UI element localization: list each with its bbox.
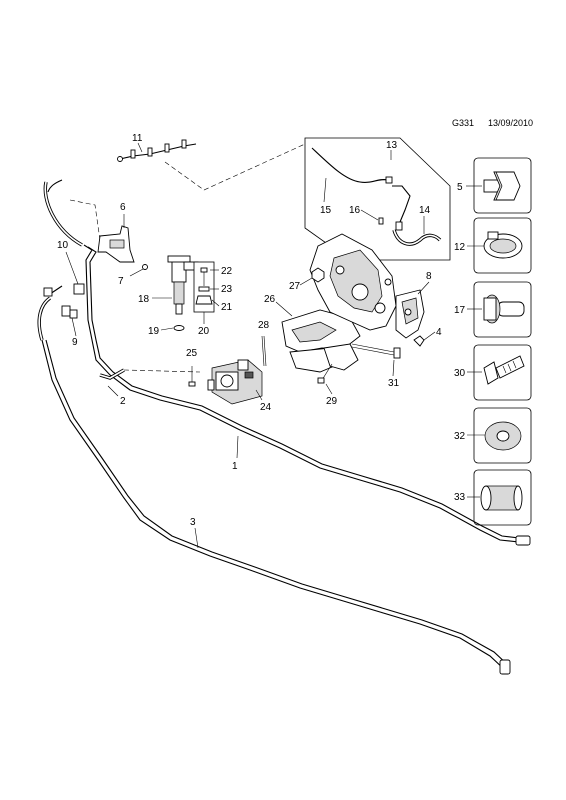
return-line-group-13[interactable]: 13 15 16 14 <box>304 137 451 261</box>
bracket-8[interactable]: 8 <box>395 271 432 339</box>
callout-13: 13 <box>386 140 398 151</box>
high-pressure-pump-24[interactable]: 24 <box>207 359 272 413</box>
callout-14: 14 <box>419 205 431 216</box>
callout-10: 10 <box>57 240 69 251</box>
part-30-box[interactable]: 30 <box>454 344 532 401</box>
bolt-31[interactable]: 31 <box>351 343 401 389</box>
callout-7: 7 <box>118 276 124 287</box>
pump-bracket-26[interactable]: 26 <box>264 294 361 373</box>
callout-22: 22 <box>221 266 233 277</box>
nut-27[interactable]: 27 <box>289 267 325 292</box>
dashed-link-11 <box>164 143 306 191</box>
leak-off-rail-11[interactable]: 11 <box>117 133 197 162</box>
callout-30: 30 <box>454 368 466 379</box>
callout-8: 8 <box>426 271 432 282</box>
callout-19: 19 <box>148 326 160 337</box>
callout-33: 33 <box>454 492 466 503</box>
callout-24: 24 <box>260 402 272 413</box>
callout-4: 4 <box>436 327 442 338</box>
washer-23 <box>198 286 210 292</box>
fuel-pipe-3[interactable]: 3 <box>37 285 511 675</box>
stud-28[interactable]: 28 <box>258 320 270 367</box>
callout-28: 28 <box>258 320 270 331</box>
part-5-box[interactable]: 5 <box>457 157 532 214</box>
injector-18[interactable]: 18 <box>138 255 199 315</box>
callout-29: 29 <box>326 396 338 407</box>
callout-3: 3 <box>190 517 196 528</box>
callout-26: 26 <box>264 294 276 305</box>
sleeve-icon <box>480 485 523 511</box>
flange-bolt-long-icon <box>483 294 525 324</box>
callout-17: 17 <box>454 305 466 316</box>
clamp-kit-20[interactable]: 22 23 21 20 <box>193 261 233 337</box>
diagram-date: 13/09/2010 <box>488 118 533 128</box>
part-17-box[interactable]: 17 <box>454 281 532 338</box>
callout-23: 23 <box>221 284 233 295</box>
fuel-pipe-1[interactable]: 1 <box>43 179 531 546</box>
part-33-box[interactable]: 33 <box>454 469 532 526</box>
banjo-bolt-icon <box>483 355 525 385</box>
callout-18: 18 <box>138 294 150 305</box>
bolt-7[interactable]: 7 <box>118 264 148 288</box>
side-panel: 5 12 17 <box>454 157 532 526</box>
callout-31: 31 <box>388 378 400 389</box>
callout-32: 32 <box>454 431 466 442</box>
callout-16: 16 <box>349 205 361 216</box>
callout-1: 1 <box>232 461 238 472</box>
pipe-section-2[interactable]: 2 <box>99 368 201 407</box>
callout-2: 2 <box>120 396 126 407</box>
callout-15: 15 <box>320 205 332 216</box>
bolt-25[interactable]: 25 <box>186 348 198 387</box>
callout-25: 25 <box>186 348 198 359</box>
washer-19[interactable]: 19 <box>148 325 185 338</box>
callout-6: 6 <box>120 202 126 213</box>
bolt-4[interactable]: 4 <box>413 327 442 347</box>
clip-9[interactable]: 9 <box>61 305 78 348</box>
part-12-box[interactable]: 12 <box>454 217 532 274</box>
bolt-29[interactable]: 29 <box>317 363 338 407</box>
callout-11: 11 <box>132 133 143 144</box>
bracket-6[interactable]: 6 <box>69 199 135 263</box>
connector-10[interactable]: 10 <box>57 240 85 295</box>
callout-20: 20 <box>198 326 210 337</box>
washer-icon <box>484 421 522 451</box>
clamp-21 <box>195 295 213 305</box>
part-32-box[interactable]: 32 <box>454 407 532 464</box>
diagram-code: G331 <box>452 118 474 128</box>
callout-21: 21 <box>221 302 233 313</box>
bolt-22 <box>200 267 208 286</box>
flange-bolt-icon <box>483 171 521 201</box>
callout-9: 9 <box>72 337 78 348</box>
callout-27: 27 <box>289 281 301 292</box>
callout-12: 12 <box>454 242 466 253</box>
engine-bracket[interactable] <box>309 233 397 331</box>
callout-5: 5 <box>457 182 463 193</box>
